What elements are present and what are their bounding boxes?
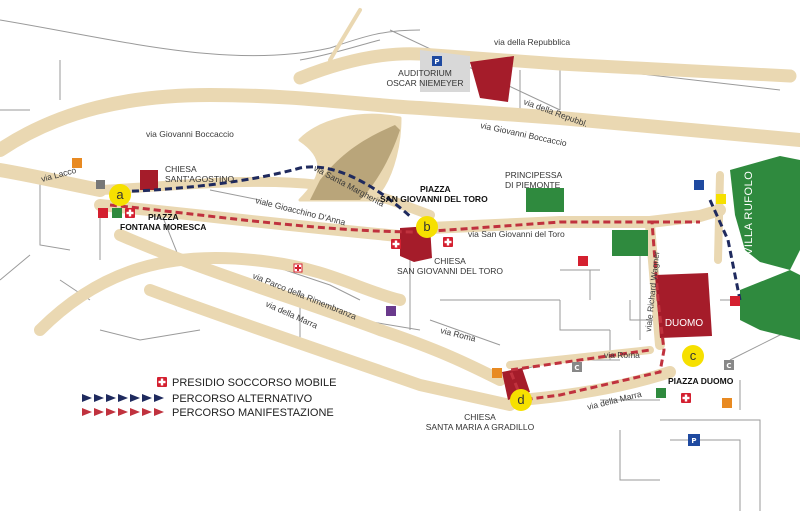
label-chiesa-san-giovanni-2: SAN GIOVANNI DEL TORO (397, 266, 503, 276)
marker-a-label: a (116, 187, 124, 202)
label-auditorium-2: OSCAR NIEMEYER (387, 78, 464, 88)
stop-icon (716, 194, 726, 204)
bus-stop-icon (694, 180, 704, 190)
toilet-icon (722, 398, 732, 408)
label-auditorium-1: AUDITORIUM (398, 68, 452, 78)
route-markers: a b c d (109, 184, 704, 411)
park-villa-rufolo-lower (740, 270, 800, 340)
taxi-icon-label: C (726, 362, 731, 370)
label-chiesa-san-giovanni-1: CHIESA (434, 256, 466, 266)
first-aid-icon (125, 208, 135, 218)
road-via-della-marra-left (144, 284, 516, 411)
label-sant-agostino-2: SANT'AGOSTINO (165, 174, 235, 184)
park-small (612, 230, 648, 256)
legend-manifestazione-swatch (82, 408, 164, 416)
route-alternativo-1 (109, 165, 414, 220)
label-villa-rufolo: VILLA RUFOLO (743, 171, 755, 255)
road-network (0, 8, 800, 411)
taxi-icon-label: C (574, 364, 579, 372)
first-aid-icon (443, 237, 453, 247)
label-santa-maria-2: SANTA MARIA A GRADILLO (426, 422, 535, 432)
label-piazza-fontana-moresca-2: FONTANA MORESCA (120, 222, 206, 232)
marker-d-label: d (517, 392, 524, 407)
label-principessa-1: PRINCIPESSA (505, 170, 562, 180)
legend-presidio: PRESIDIO SOCCORSO MOBILE (172, 377, 336, 389)
marker-a (109, 184, 131, 206)
marker-b-label: b (423, 219, 430, 234)
label-piazza-san-giovanni-2: SAN GIOVANNI DEL TORO (380, 194, 488, 204)
road-lower-arc (34, 251, 406, 336)
parking-icon (432, 56, 442, 66)
first-aid-icon (681, 393, 691, 403)
parks (526, 156, 800, 340)
label-piazza-duomo: PIAZZA DUOMO (668, 376, 734, 386)
park-principessa (526, 188, 564, 212)
home-icon (578, 256, 588, 266)
road-via-giovanni-boccaccio (0, 88, 800, 157)
marker-b (416, 216, 438, 238)
first-aid-icon (293, 263, 303, 273)
legend-alternativo-swatch (82, 394, 164, 402)
road-villa-rufolo-side (714, 171, 724, 264)
label-sant-agostino-1: CHIESA (165, 164, 197, 174)
street-via-della-repubblica: via della Repubblica (494, 37, 570, 47)
route-alternativo-2 (708, 199, 742, 301)
marker-c-label: c (690, 348, 697, 363)
pedestrian-icon (386, 306, 396, 316)
legend-manifestazione: PERCORSO MANIFESTAZIONE (172, 407, 334, 419)
road-viale-wagner (645, 220, 665, 350)
taxi-icon (724, 360, 734, 370)
toilet-icon (492, 368, 502, 378)
accessibility-icon (656, 388, 666, 398)
pharmacy-icon (112, 208, 122, 218)
info-icon (730, 296, 740, 306)
street-via-san-giovanni: via San Giovanni del Toro (468, 229, 565, 239)
icons: P P C C (72, 56, 740, 446)
label-piazza-san-giovanni-1: PIAZZA (420, 184, 451, 194)
legend-alternativo: PERCORSO ALTERNATIVO (172, 393, 313, 405)
terrain-patch (310, 125, 400, 200)
first-aid-posts (125, 208, 691, 403)
marker-d (510, 389, 532, 411)
route-manifestazione (109, 203, 666, 402)
road-via-parco-rimembranza (114, 229, 506, 386)
parking-icon-label: P (691, 437, 696, 445)
info-icon (72, 158, 82, 168)
road-via-lacco (0, 163, 107, 197)
building-duomo (655, 273, 712, 338)
marker-c (682, 345, 704, 367)
accessibility-icon (98, 208, 108, 218)
label-principessa-2: DI PIEMONTE (505, 180, 561, 190)
building-sant-agostino (140, 170, 158, 190)
street-via-giovanni-boccaccio-left: via Giovanni Boccaccio (146, 129, 234, 139)
park-villa-rufolo (730, 156, 800, 270)
label-duomo: DUOMO (665, 318, 704, 329)
road-via-della-repubblica (293, 47, 797, 85)
parking-icon-label: P (434, 58, 439, 66)
bus-icon (96, 180, 105, 189)
legend: PRESIDIO SOCCORSO MOBILE PERCORSO ALTERN… (82, 377, 336, 419)
legend-first-aid-icon (157, 377, 167, 387)
place-labels: AUDITORIUM OSCAR NIEMEYER CHIESA SANT'AG… (120, 68, 755, 432)
first-aid-icon (391, 239, 401, 249)
label-santa-maria-1: CHIESA (464, 412, 496, 422)
label-piazza-fontana-moresca-1: PIAZZA (148, 212, 179, 222)
street-via-roma-right: via Roma (604, 350, 640, 360)
road-top-connector (328, 8, 362, 62)
taxi-icon (572, 362, 582, 372)
parking-icon (688, 434, 700, 446)
building-auditorium (470, 56, 514, 102)
